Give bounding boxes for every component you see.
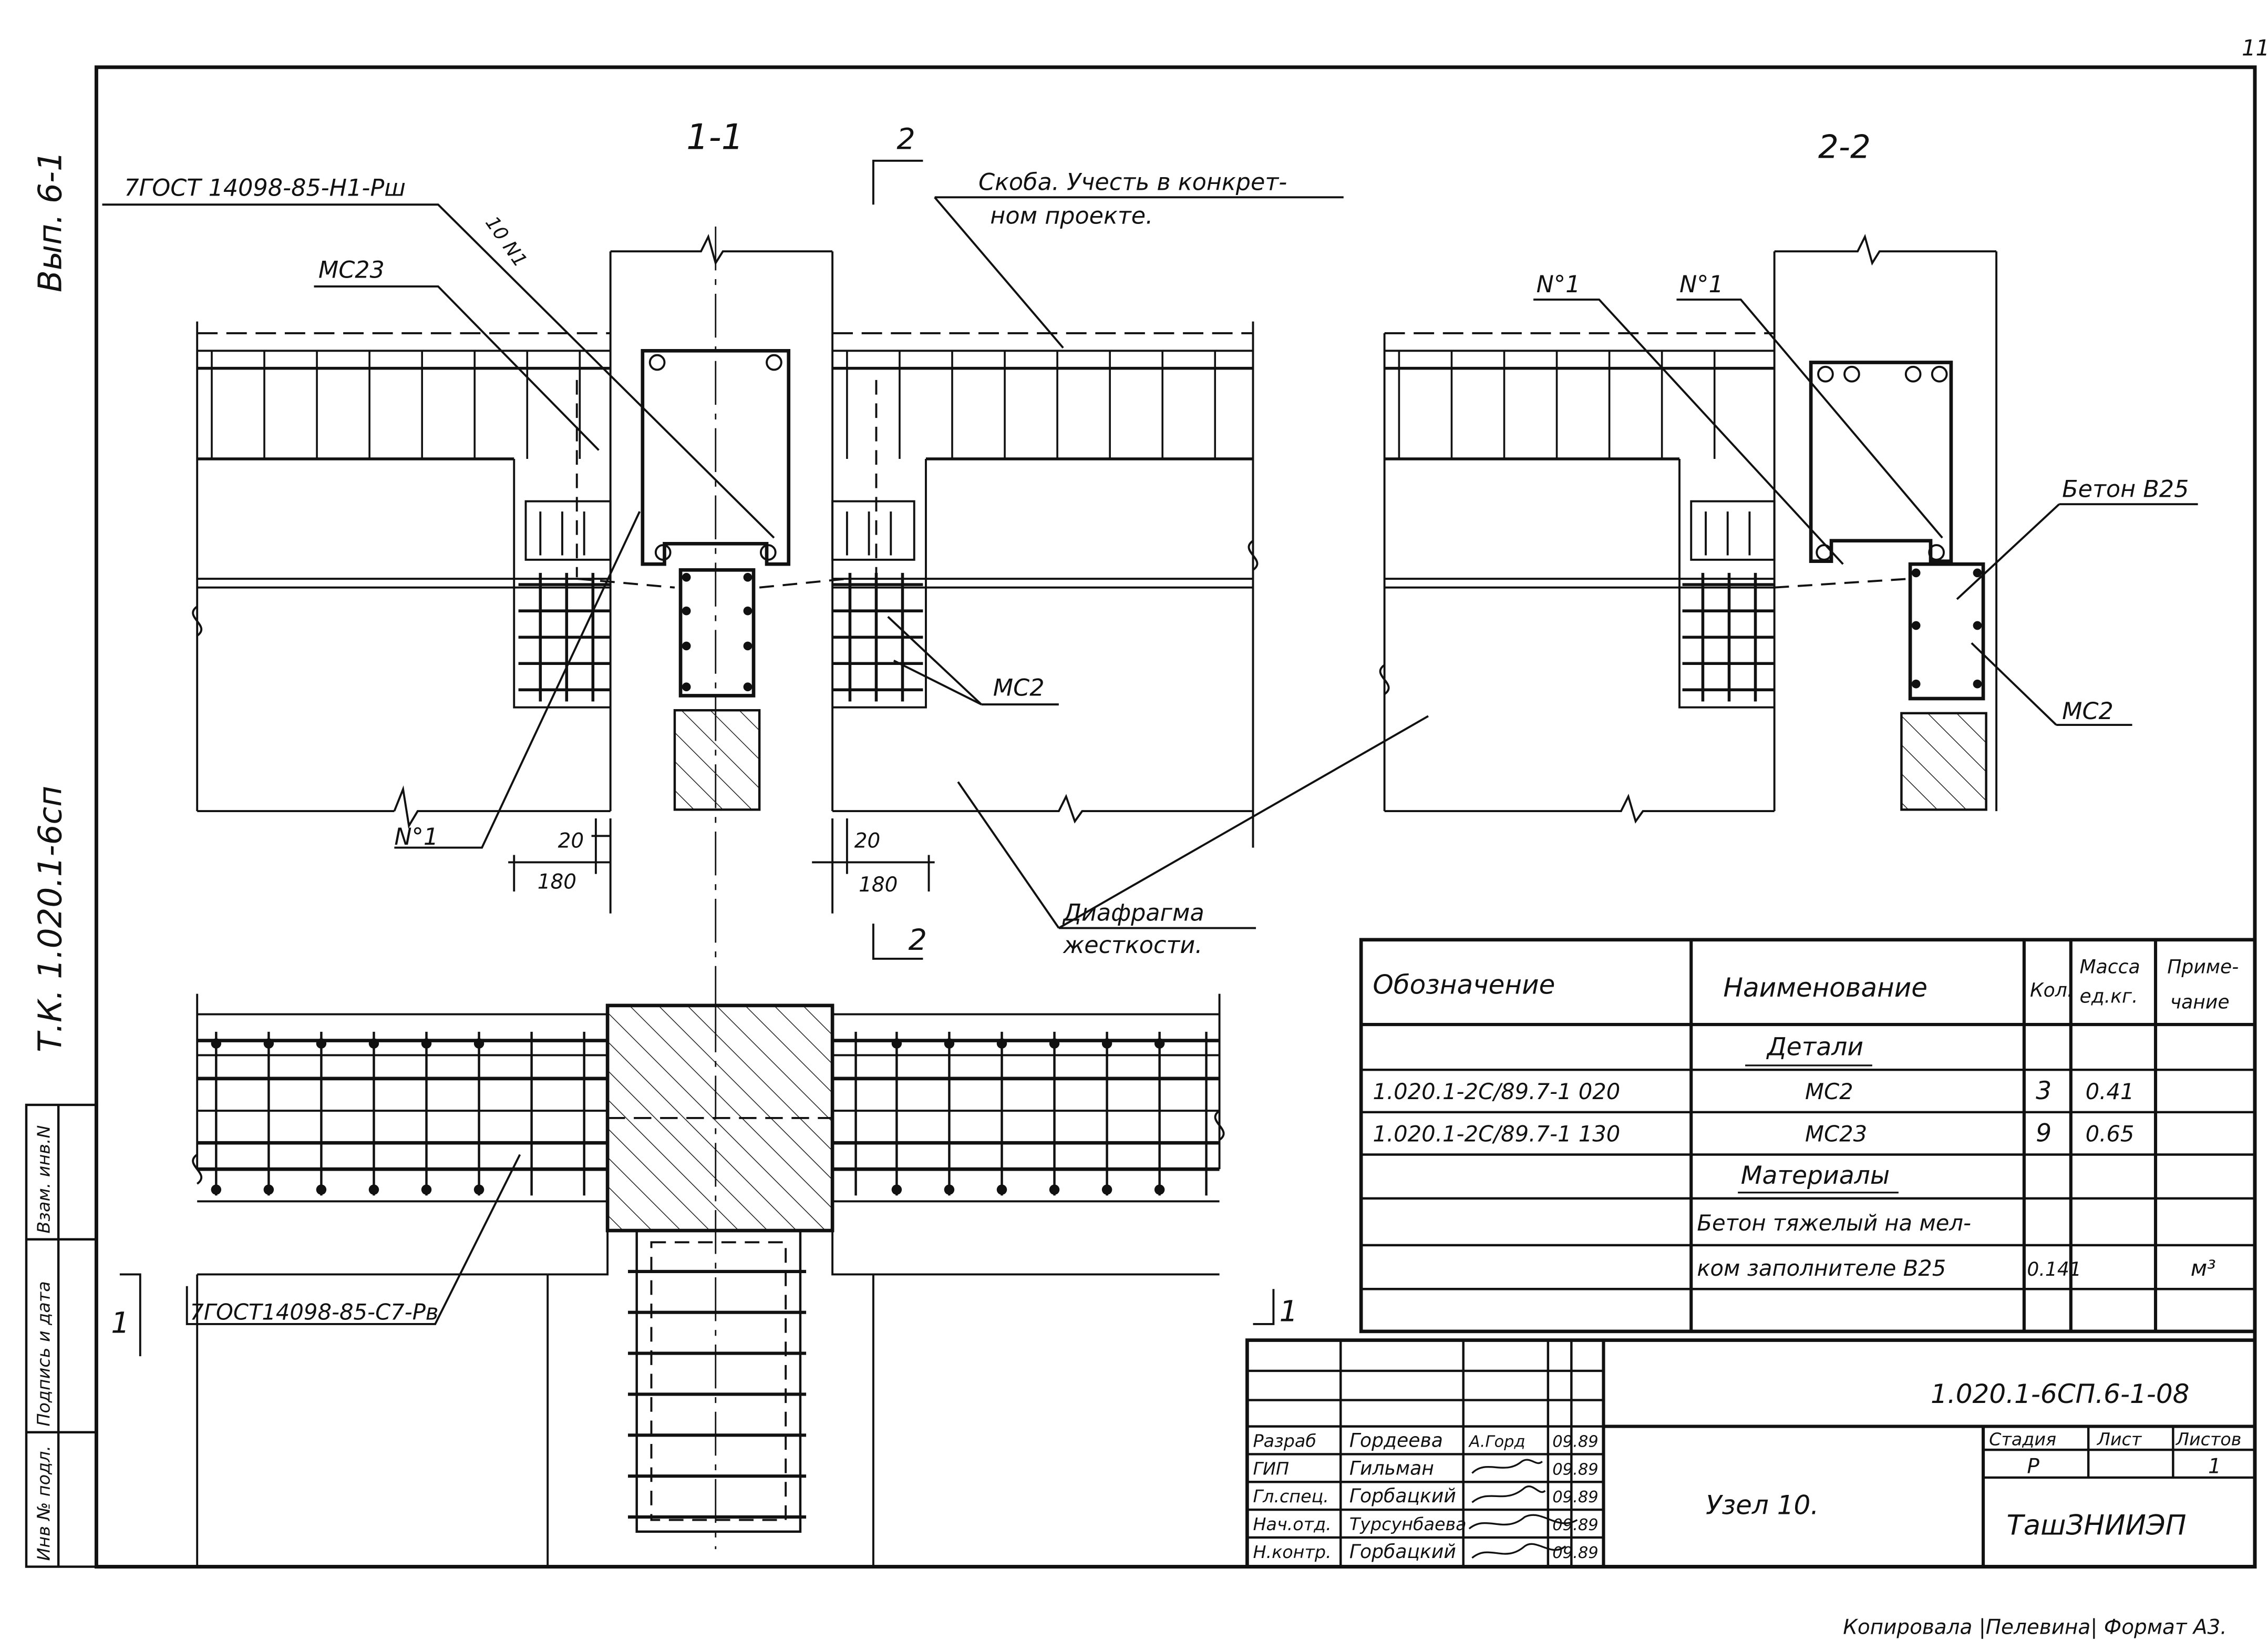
section-1-1-leaders (102, 159, 1429, 960)
dim-20-left: 20 (558, 829, 584, 853)
section-2-2-title: 2-2 (1818, 128, 1871, 166)
cut-2-bottom: 2 (909, 923, 927, 957)
sheets-label: Листов (2176, 1429, 2242, 1450)
role-1-date: 09.89 (1552, 1433, 1598, 1451)
diaphragm-label-line1: Диафрагма (1062, 900, 1204, 927)
role-2-name: Гильман (1349, 1457, 1434, 1479)
spec-header-qty: Кол. (2030, 979, 2073, 1001)
doc-code: 1.020.1-6СП.6-1-08 (1931, 1379, 2189, 1409)
role-2: ГИП (1253, 1458, 1289, 1479)
dim-20-right: 20 (854, 829, 881, 853)
role-1: Разраб (1253, 1431, 1316, 1451)
spec-material-unit: м³ (2191, 1255, 2216, 1281)
spec-row-1-qty: 3 (2036, 1077, 2051, 1105)
spec-header-note-2: чание (2170, 990, 2230, 1013)
spec-material-line2: ком заполнителе В25 (1697, 1255, 1946, 1281)
node-title: Узел 10. (1706, 1490, 1819, 1520)
n1-label-1-1: N°1 (394, 824, 438, 850)
n1-diagonal-label: 10 N1 (481, 212, 532, 271)
section-1-1-drawing (192, 226, 1259, 1009)
role-5: Н.контр. (1253, 1542, 1331, 1562)
cut-2-top: 2 (896, 122, 915, 157)
side-stamp (25, 1103, 98, 1568)
spec-row-2-designation: 1.020.1-2С/89.7-1 130 (1373, 1121, 1620, 1146)
cut-1-left: 1 (111, 1306, 129, 1340)
spec-row-2-name: МС23 (1805, 1121, 1867, 1146)
role-3-name: Горбацкий (1349, 1484, 1456, 1507)
spec-row-1-designation: 1.020.1-2С/89.7-1 020 (1373, 1079, 1620, 1104)
spec-table-grid (1359, 938, 2257, 1334)
role-4-date: 09.89 (1552, 1516, 1598, 1534)
sheets-value: 1 (2208, 1455, 2221, 1479)
gost-bottom-label: 7ГОСТ14098-85-С7-Рв (190, 1299, 438, 1325)
skoba-label-line1: Скоба. Учесть в конкрет- (978, 169, 1287, 196)
role-5-name: Горбацкий (1349, 1540, 1456, 1563)
role-3-date: 09.89 (1552, 1488, 1598, 1506)
skoba-label-line2: ном проекте. (990, 202, 1153, 229)
issue-label: Вып. 6-1 (32, 151, 69, 292)
mc2-label-2-2: МС2 (2062, 698, 2114, 725)
spec-material-qty: 0.141 (2027, 1258, 2081, 1280)
section-1-1-title: 1-1 (686, 117, 744, 158)
role-4: Нач.отд. (1253, 1514, 1331, 1534)
n1-label-2-2-b: N°1 (1679, 271, 1724, 298)
title-block-grid (1245, 1338, 2257, 1569)
spec-row-1-mass: 0.41 (2086, 1079, 2135, 1104)
series-label: Т.К. 1.020.1-6сп (32, 786, 69, 1052)
inv-no-label: Инв № подл. (33, 1446, 54, 1561)
stage-label: Стадия (1989, 1429, 2056, 1450)
section-2-2-drawing (1379, 234, 1998, 824)
beton-label: Бетон В25 (2062, 476, 2189, 503)
dim-180-right: 180 (859, 873, 898, 897)
sign-date-label: Подпись и дата (33, 1281, 54, 1426)
role-2-date: 09.89 (1552, 1460, 1598, 1479)
spec-header-mass-2: ед.кг. (2079, 985, 2138, 1007)
role-3: Гл.спец. (1253, 1486, 1328, 1506)
mc23-label: МС23 (318, 257, 385, 283)
plan-drawing (119, 993, 1275, 1567)
section-2-2-leaders (1533, 299, 2198, 726)
signatures (1468, 1459, 1578, 1559)
signature-text: А.Горд (1468, 1433, 1525, 1451)
diaphragm-label-line2: жесткости. (1063, 932, 1202, 959)
spec-section-materials: Материалы (1741, 1161, 1890, 1190)
spec-header-name: Наименование (1723, 972, 1927, 1003)
sheet-label: Лист (2097, 1429, 2142, 1450)
role-5-date: 09.89 (1552, 1544, 1598, 1562)
spec-row-1-name: МС2 (1805, 1079, 1853, 1104)
cut-1-right: 1 (1280, 1294, 1298, 1328)
spec-row-2-mass: 0.65 (2086, 1121, 2135, 1146)
spec-header-mass-1: Масса (2079, 956, 2140, 978)
spec-material-line1: Бетон тяжелый на мел- (1697, 1210, 1971, 1236)
gost-top-label: 7ГОСТ 14098-85-Н1-Рш (124, 175, 406, 202)
spec-header-note-1: Приме- (2167, 956, 2239, 978)
n1-label-2-2-a: N°1 (1537, 271, 1581, 298)
org-name: ТашЗНИИЭП (2007, 1509, 2187, 1541)
role-4-name: Турсунбаева (1349, 1514, 1467, 1534)
replace-inv-label: Взам. инв.N (33, 1125, 54, 1233)
spec-row-2-qty: 9 (2036, 1119, 2051, 1147)
page-number: 11 (2242, 35, 2268, 61)
role-1-name: Гордеева (1349, 1429, 1443, 1452)
spec-section-details: Детали (1766, 1032, 1863, 1061)
spec-header-designation: Обозначение (1373, 970, 1555, 1000)
mc2-label-1-1: МС2 (993, 674, 1045, 701)
dim-180-left: 180 (538, 870, 576, 894)
drawing-frame (94, 65, 2257, 1569)
stage-value: Р (2027, 1455, 2039, 1479)
footer-copy-info: Копировала |Пелевина| Формат А3. (1843, 1615, 2226, 1639)
